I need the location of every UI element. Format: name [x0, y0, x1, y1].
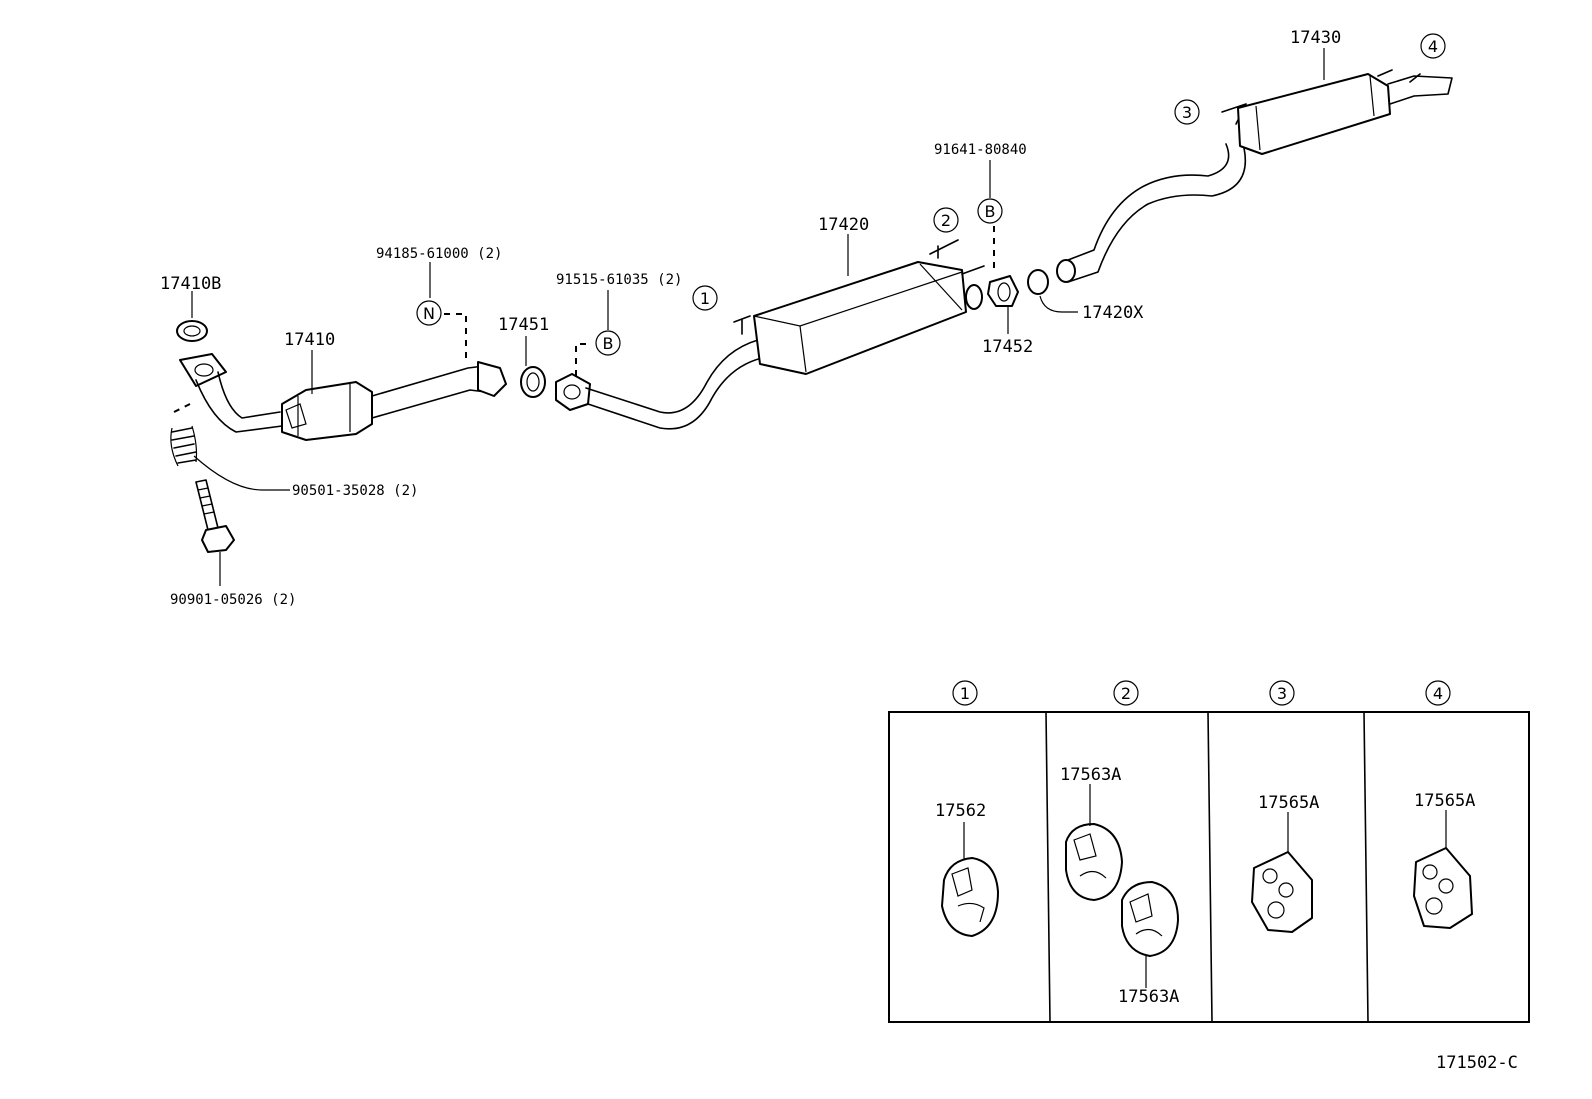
svg-text:N: N — [423, 304, 435, 323]
svg-text:3: 3 — [1277, 684, 1287, 703]
gasket-17410B — [176, 320, 208, 342]
svg-text:1: 1 — [960, 684, 970, 703]
bolt-90901 — [195, 479, 235, 553]
label-90501: 90501-35028 (2) — [292, 483, 418, 499]
dashed-bolt-line — [173, 403, 191, 413]
tag-B-front: B — [595, 330, 621, 356]
label-90901: 90901-05026 (2) — [170, 592, 296, 608]
label-91515: 91515-61035 (2) — [556, 272, 682, 288]
clamp-17452 — [987, 275, 1019, 307]
svg-text:4: 4 — [1433, 684, 1443, 703]
gasket-17451 — [520, 366, 546, 398]
tail-pipe-17430 — [1056, 69, 1453, 283]
svg-text:B: B — [985, 202, 996, 221]
label-17565A-4: 17565A — [1414, 791, 1475, 811]
spring-90501 — [170, 425, 198, 467]
label-17410: 17410 — [284, 330, 335, 350]
leader-lines — [191, 48, 1325, 586]
svg-text:2: 2 — [1121, 684, 1131, 703]
hanger-17562 — [941, 822, 999, 937]
center-pipe-17420 — [555, 239, 985, 430]
inset-header-1: 1 — [952, 680, 978, 706]
tag-N: N — [416, 300, 442, 326]
svg-text:2: 2 — [941, 211, 951, 230]
label-17451: 17451 — [498, 315, 549, 335]
tag-B-rear: B — [977, 198, 1003, 224]
svg-text:3: 3 — [1182, 103, 1192, 122]
label-17563A-top: 17563A — [1060, 765, 1121, 785]
label-94185: 94185-61000 (2) — [376, 246, 502, 262]
front-pipe-17410 — [179, 353, 507, 441]
hanger-17563A-upper — [1065, 784, 1123, 901]
label-17420: 17420 — [818, 215, 869, 235]
label-17562: 17562 — [935, 801, 986, 821]
callout-4: 4 — [1420, 33, 1446, 59]
svg-text:4: 4 — [1428, 37, 1438, 56]
label-17410B: 17410B — [160, 274, 221, 294]
inset-header-2: 2 — [1113, 680, 1139, 706]
label-17563A-bottom: 17563A — [1118, 987, 1179, 1007]
hanger-17563A-lower — [1121, 881, 1179, 988]
svg-text:B: B — [603, 334, 614, 353]
hanger-17565A-3 — [1251, 812, 1313, 933]
svg-text:1: 1 — [700, 289, 710, 308]
callout-2: 2 — [933, 207, 959, 233]
label-17565A-3: 17565A — [1258, 793, 1319, 813]
callout-1: 1 — [692, 285, 718, 311]
figure-code: 171502-C — [1436, 1053, 1518, 1073]
callout-3: 3 — [1174, 99, 1200, 125]
label-17420X: 17420X — [1082, 303, 1144, 323]
hanger-17565A-4 — [1413, 810, 1473, 929]
label-17430: 17430 — [1290, 28, 1341, 48]
inset-header-3: 3 — [1269, 680, 1295, 706]
label-91641: 91641-80840 — [934, 142, 1027, 158]
gasket-17420X — [1027, 269, 1049, 295]
label-17452: 17452 — [982, 337, 1033, 357]
inset-header-4: 4 — [1425, 680, 1451, 706]
